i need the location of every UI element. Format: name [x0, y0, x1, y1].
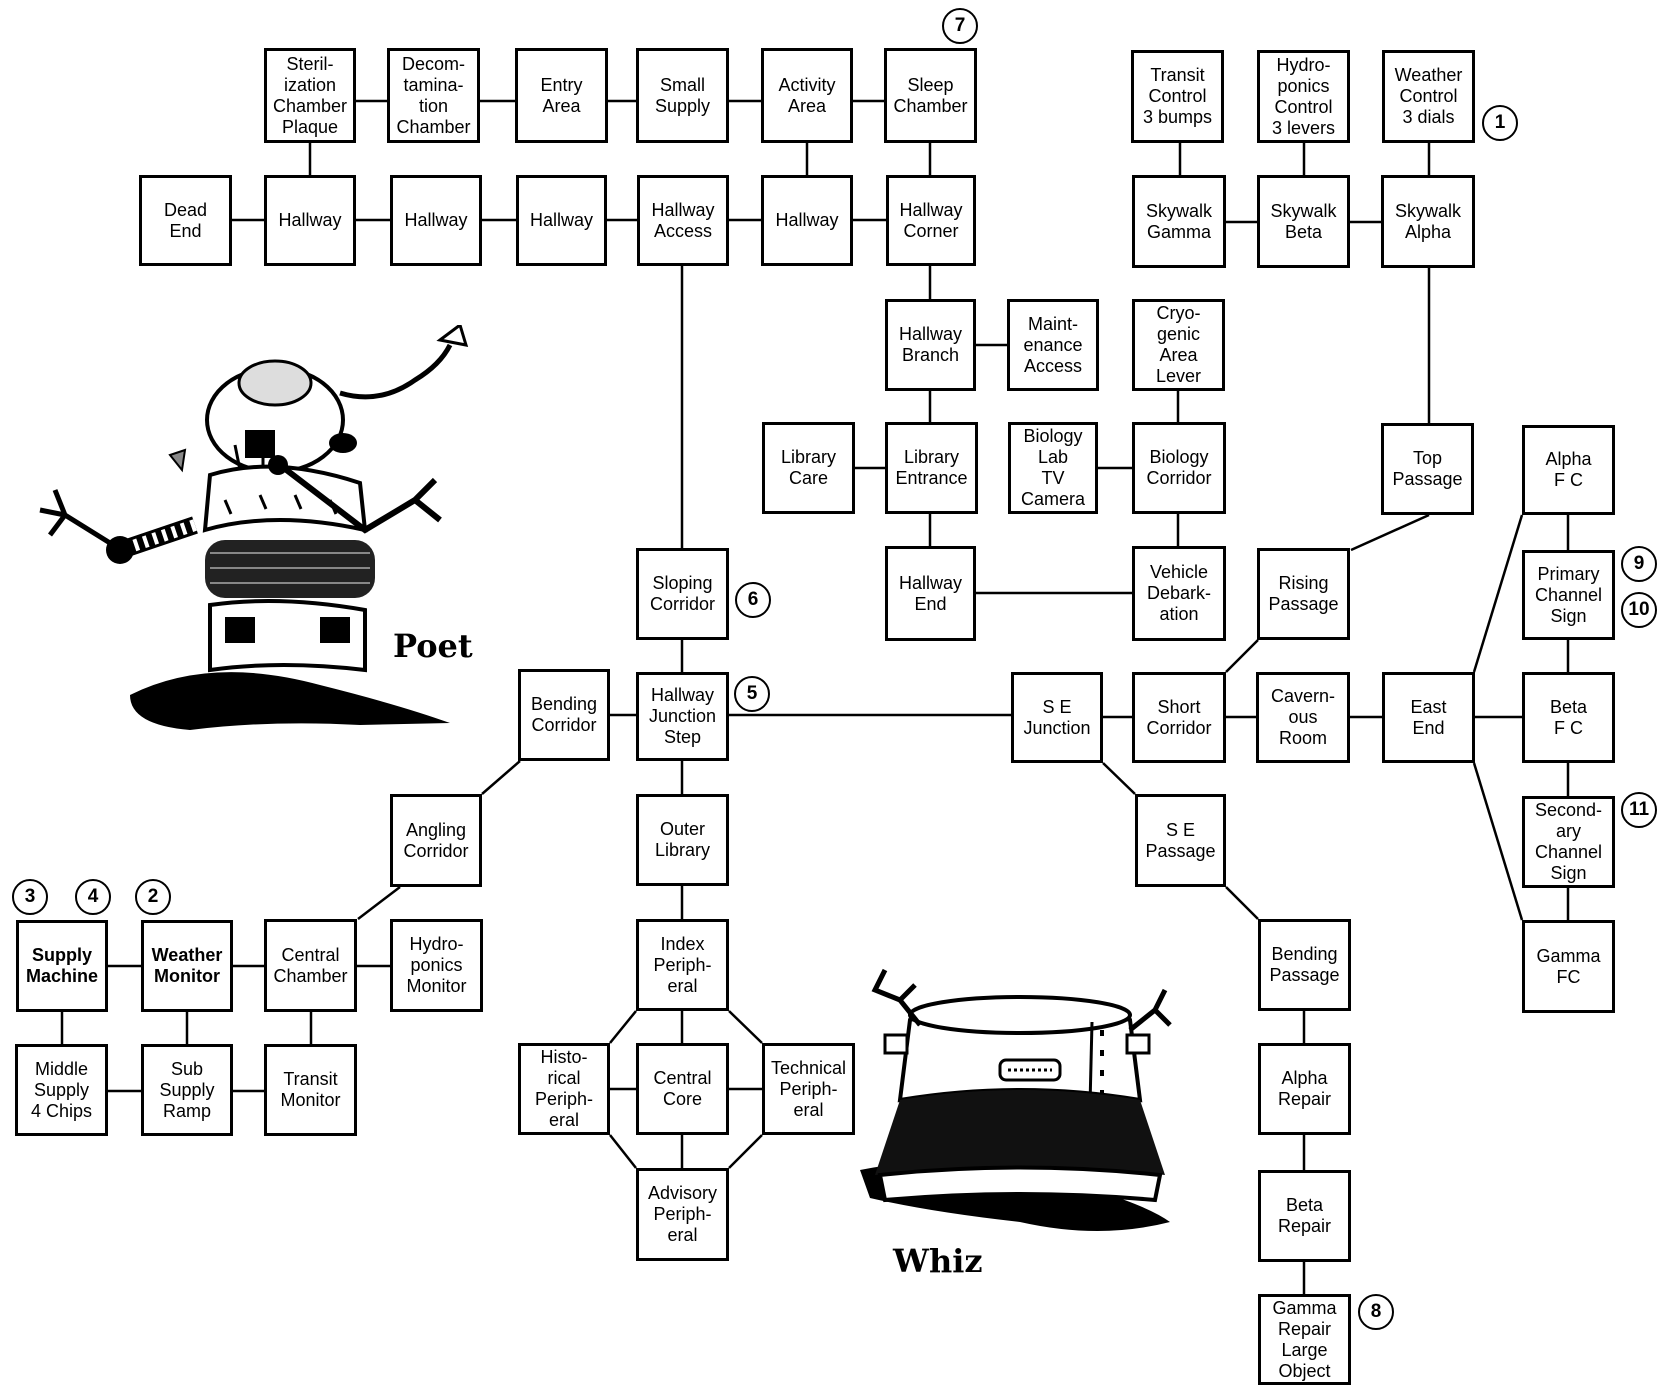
room-skywalk-gamma: Skywalk Gamma	[1132, 175, 1226, 268]
whiz-label: Whiz	[893, 1242, 983, 1280]
room-decontamination-chamber: Decom- tamina- tion Chamber	[387, 48, 480, 143]
marker-4: 4	[75, 879, 111, 915]
room-transit-control: Transit Control 3 bumps	[1131, 50, 1224, 143]
room-hallway-2: Hallway	[390, 175, 482, 266]
room-beta-fc: Beta F C	[1522, 672, 1615, 763]
room-hallway-junction-step: Hallway Junction Step	[636, 672, 729, 761]
room-hydroponics-monitor: Hydro- ponics Monitor	[390, 919, 483, 1012]
marker-6: 6	[735, 582, 771, 618]
room-rising-passage: Rising Passage	[1257, 548, 1350, 640]
room-gamma-repair: Gamma Repair Large Object	[1258, 1294, 1351, 1385]
room-secondary-channel-sign: Second- ary Channel Sign	[1522, 796, 1615, 888]
room-hallway-4: Hallway	[761, 175, 853, 266]
marker-2: 2	[135, 879, 171, 915]
marker-8: 8	[1358, 1294, 1394, 1330]
room-dead-end: Dead End	[139, 175, 232, 266]
room-biology-corridor: Biology Corridor	[1132, 422, 1226, 514]
room-outer-library: Outer Library	[636, 794, 729, 886]
room-angling-corridor: Angling Corridor	[390, 794, 482, 887]
room-cavernous-room: Cavern- ous Room	[1256, 672, 1350, 763]
room-historical-peripheral: Histo- rical Periph- eral	[518, 1043, 610, 1135]
room-hallway-branch: Hallway Branch	[885, 299, 976, 391]
room-central-chamber: Central Chamber	[264, 919, 357, 1012]
room-entry-area: Entry Area	[515, 48, 608, 143]
room-east-end: East End	[1382, 672, 1475, 763]
room-hallway-1: Hallway	[264, 175, 356, 266]
marker-7: 7	[942, 8, 978, 44]
room-transit-monitor: Transit Monitor	[264, 1044, 357, 1136]
marker-11: 11	[1621, 792, 1657, 828]
room-top-passage: Top Passage	[1381, 423, 1474, 515]
poet-robot-illustration	[39, 325, 469, 730]
room-sub-supply-ramp: Sub Supply Ramp	[141, 1044, 233, 1136]
room-skywalk-beta: Skywalk Beta	[1257, 175, 1350, 268]
room-hallway-corner: Hallway Corner	[886, 175, 976, 266]
room-middle-supply: Middle Supply 4 Chips	[15, 1044, 108, 1136]
room-index-peripheral: Index Periph- eral	[636, 919, 729, 1011]
room-gamma-fc: Gamma FC	[1522, 920, 1615, 1013]
room-short-corridor: Short Corridor	[1132, 672, 1226, 763]
room-se-passage: S E Passage	[1135, 794, 1226, 887]
room-library-care: Library Care	[762, 422, 855, 514]
room-primary-channel-sign: Primary Channel Sign	[1522, 550, 1615, 640]
room-sterilization-chamber: Steril- ization Chamber Plaque	[264, 48, 356, 143]
room-small-supply: Small Supply	[636, 48, 729, 143]
room-skywalk-alpha: Skywalk Alpha	[1381, 175, 1475, 268]
room-sloping-corridor: Sloping Corridor	[636, 548, 729, 640]
marker-1: 1	[1482, 105, 1518, 141]
room-weather-monitor: Weather Monitor	[141, 920, 233, 1012]
room-supply-machine: Supply Machine	[16, 920, 108, 1012]
poet-label: Poet	[393, 627, 473, 665]
room-cryogenic-area: Cryo- genic Area Lever	[1132, 299, 1225, 391]
room-se-junction: S E Junction	[1011, 672, 1103, 763]
room-biology-lab: Biology Lab TV Camera	[1008, 422, 1098, 514]
room-hydroponics-control: Hydro- ponics Control 3 levers	[1257, 50, 1350, 143]
room-maintenance-access: Maint- enance Access	[1007, 299, 1099, 391]
marker-3: 3	[12, 879, 48, 915]
marker-10: 10	[1621, 592, 1657, 628]
marker-9: 9	[1621, 546, 1657, 582]
room-beta-repair: Beta Repair	[1258, 1170, 1351, 1262]
room-vehicle-debarkation: Vehicle Debark- ation	[1132, 546, 1226, 641]
room-hallway-access: Hallway Access	[637, 175, 729, 266]
room-weather-control: Weather Control 3 dials	[1382, 50, 1475, 143]
room-alpha-repair: Alpha Repair	[1258, 1043, 1351, 1135]
room-hallway-end: Hallway End	[885, 546, 976, 641]
room-central-core: Central Core	[636, 1043, 729, 1135]
room-bending-corridor: Bending Corridor	[518, 669, 610, 761]
room-hallway-3: Hallway	[516, 175, 607, 266]
room-advisory-peripheral: Advisory Periph- eral	[636, 1168, 729, 1261]
marker-5: 5	[734, 676, 770, 712]
room-alpha-fc: Alpha F C	[1522, 425, 1615, 515]
room-sleep-chamber: Sleep Chamber	[884, 48, 977, 143]
room-activity-area: Activity Area	[761, 48, 853, 143]
room-bending-passage: Bending Passage	[1258, 919, 1351, 1011]
room-technical-peripheral: Technical Periph- eral	[762, 1043, 855, 1135]
whiz-robot-illustration	[860, 968, 1172, 1231]
room-library-entrance: Library Entrance	[885, 422, 978, 514]
